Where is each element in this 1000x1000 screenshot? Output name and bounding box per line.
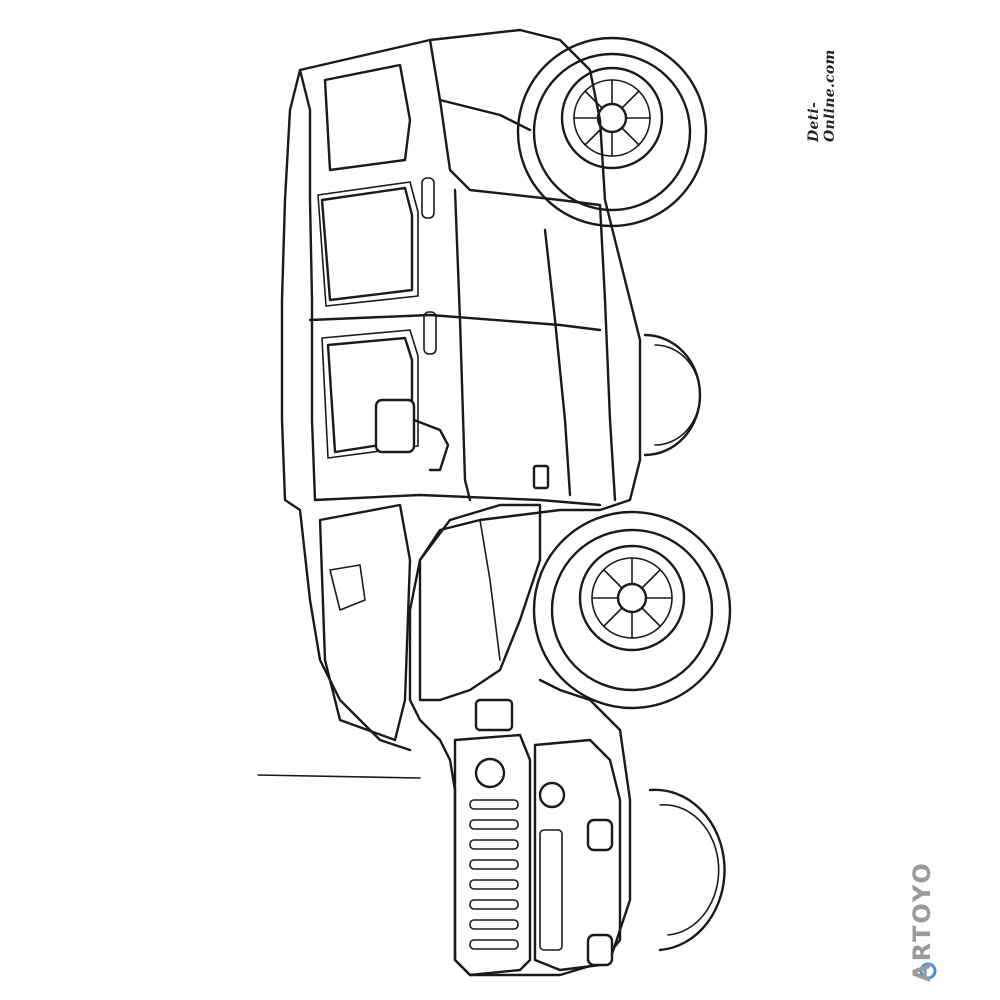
rear-far-wheel xyxy=(643,333,702,457)
roof-rear-window xyxy=(323,63,412,172)
site-watermark: Deti-Online.com xyxy=(806,49,838,142)
brand-ring-icon xyxy=(919,962,937,980)
hood xyxy=(418,503,542,702)
front-far-wheel xyxy=(648,788,726,952)
front-grille xyxy=(453,698,532,977)
front-wheel xyxy=(532,510,732,710)
side-mirror xyxy=(374,398,450,472)
front-bumper xyxy=(533,738,622,972)
brand-watermark: ARTOYO xyxy=(908,861,936,982)
windshield xyxy=(318,503,412,742)
hummer-badge xyxy=(532,464,550,490)
vehicle-body xyxy=(280,28,642,977)
rear-wheel xyxy=(516,36,708,228)
ground-line xyxy=(257,774,421,779)
rear-door-window xyxy=(317,177,435,307)
